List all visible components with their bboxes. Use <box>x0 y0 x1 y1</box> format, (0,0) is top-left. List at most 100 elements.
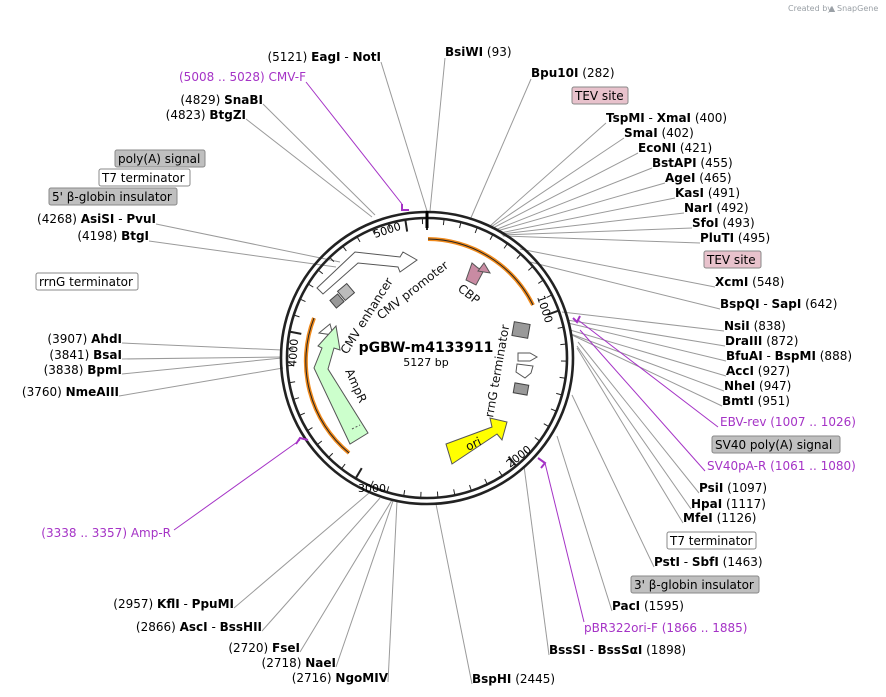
leader-draiii <box>566 319 726 347</box>
leader-asci <box>261 497 381 632</box>
leader-kasi <box>499 197 676 234</box>
label-3-beta-globin: 3' β-globin insulator <box>634 578 754 592</box>
leader-mfei <box>576 347 684 524</box>
leader-nael <box>335 500 394 668</box>
tick-mark <box>550 408 557 412</box>
leader-cmvf <box>305 81 403 205</box>
leader-sfoi <box>501 227 693 236</box>
leader-asisi <box>155 223 341 263</box>
site-label-bsphi: BspHI (2445) <box>472 672 555 686</box>
leader-btgzi <box>245 118 373 218</box>
site-label-psii: PsiI (1097) <box>699 481 767 495</box>
leader-sv40par <box>579 329 706 472</box>
plasmid-size: 5127 bp <box>403 356 448 369</box>
tick-mark <box>453 489 456 496</box>
leader-bsssi <box>523 465 550 656</box>
site-label-eagi: (5121) EagI - NotI <box>267 50 381 64</box>
box-t7term2 <box>666 531 757 550</box>
leader-bpu10i <box>469 78 532 221</box>
leader-btgi <box>148 240 337 268</box>
tick-mark <box>307 427 313 432</box>
tick-mark <box>559 376 566 379</box>
tick-mark <box>459 222 462 229</box>
site-label-bstapi: BstAPI (455) <box>652 156 733 170</box>
tick-mark <box>299 298 306 303</box>
leader-pluti <box>502 235 701 244</box>
site-label-ngomiv: (2716) NgoMIV <box>292 671 389 685</box>
site-label-asisi: (4268) AsiSI - PvuI <box>37 212 156 226</box>
primer-cmv-f-arrow <box>401 204 409 211</box>
tick-mark <box>388 223 391 230</box>
tick-3000: 3000 <box>358 482 386 495</box>
leader-nhei <box>570 333 725 392</box>
leader-smai <box>490 137 625 228</box>
primer-pbr322ori-f-arrow <box>537 457 547 469</box>
leader-paci <box>556 435 613 612</box>
leader-nmeaiii <box>118 367 284 397</box>
feature-rrng-terminator: rrnG terminator <box>482 321 539 419</box>
tick-mark <box>534 437 540 442</box>
leader-bmti <box>571 334 723 407</box>
position-ticks <box>287 218 567 498</box>
site-label-psti: PstI - SbfI (1463) <box>654 555 763 569</box>
site-label-asci: (2866) AscI - BssHII <box>136 620 262 634</box>
leader-bfuai <box>567 322 727 362</box>
tick-mark <box>307 283 314 288</box>
tick-mark <box>557 326 564 329</box>
tick-mark <box>556 392 563 396</box>
site-label-ampr_primer: (3338 .. 3357) Amp-R <box>41 526 171 540</box>
site-label-tspmi: TspMI - XmaI (400) <box>606 111 727 125</box>
tick-mark <box>404 219 409 232</box>
leader-nsii <box>561 311 725 332</box>
site-label-cmvf: (5008 .. 5028) CMV-F <box>179 70 306 84</box>
leader-nari <box>500 212 685 235</box>
tick-5000: 5000 <box>372 220 403 241</box>
leader-bspqi <box>529 261 721 310</box>
leader-fsei <box>299 499 393 653</box>
label-rrng-terminator: rrnG terminator <box>39 275 133 289</box>
site-label-xcmi: XcmI (548) <box>715 275 784 289</box>
site-label-bsssi: BssSI - BssSαI (1898) <box>549 643 686 657</box>
leader-acci <box>569 329 727 377</box>
box-polya <box>114 149 206 168</box>
primer-ebv-rev-arrow <box>572 315 581 324</box>
tick-mark <box>474 227 478 234</box>
feature-label-rrng-terminator: rrnG terminator <box>482 324 512 419</box>
credit: Created by ▲ SnapGene <box>788 4 878 13</box>
leader-lines <box>118 57 727 685</box>
site-label-nmeaiii: (3760) NmeAIII <box>22 385 119 399</box>
feature-label-ori: ori <box>463 434 483 453</box>
tick-mark <box>289 330 302 335</box>
leader-ahdi <box>121 342 283 351</box>
leader-ebvrev <box>577 319 719 428</box>
site-label-bfuai: BfuAI - BspMI (888) <box>726 349 852 363</box>
leader-bsiwi <box>429 57 446 212</box>
label-polya-signal: poly(A) signal <box>118 152 200 166</box>
tick-mark <box>354 467 363 479</box>
site-label-agei: AgeI (465) <box>665 171 732 185</box>
tick-mark <box>543 423 550 428</box>
feature-boxes: TEV site poly(A) signal T7 terminator 5'… <box>35 86 841 594</box>
site-labels: (5121) EagI - NotI BsiWI (93) (5008 .. 502… <box>22 45 856 686</box>
tick-mark <box>489 234 494 241</box>
site-label-pluti: PluTI (495) <box>700 231 770 245</box>
leader-agei <box>496 182 666 232</box>
box-bglobin3 <box>630 575 760 594</box>
site-label-nael: (2718) NaeI <box>262 656 336 670</box>
site-label-bsiwi: BsiWI (93) <box>445 45 512 59</box>
snapgene-logo-icon: ▲ <box>829 4 836 13</box>
tick-mark <box>371 228 376 235</box>
leader-econi <box>492 152 639 229</box>
tick-mark <box>538 279 544 284</box>
site-label-paci: PacI (1595) <box>612 599 684 613</box>
site-label-kfli: (2957) KflI - PpuMI <box>113 597 234 611</box>
site-label-btgzi: (4823) BtgZI <box>166 108 246 122</box>
site-label-fsei: (2720) FseI <box>228 641 300 655</box>
site-label-bpmi: (3838) BpmI <box>44 363 122 377</box>
tick-mark <box>293 397 300 400</box>
box-t7term1 <box>98 168 191 187</box>
site-label-acci: AccI (927) <box>726 364 790 378</box>
leader-ampr_primer <box>173 439 301 531</box>
leader-bsai <box>121 356 283 360</box>
tick-2000: 2000 <box>504 443 534 470</box>
